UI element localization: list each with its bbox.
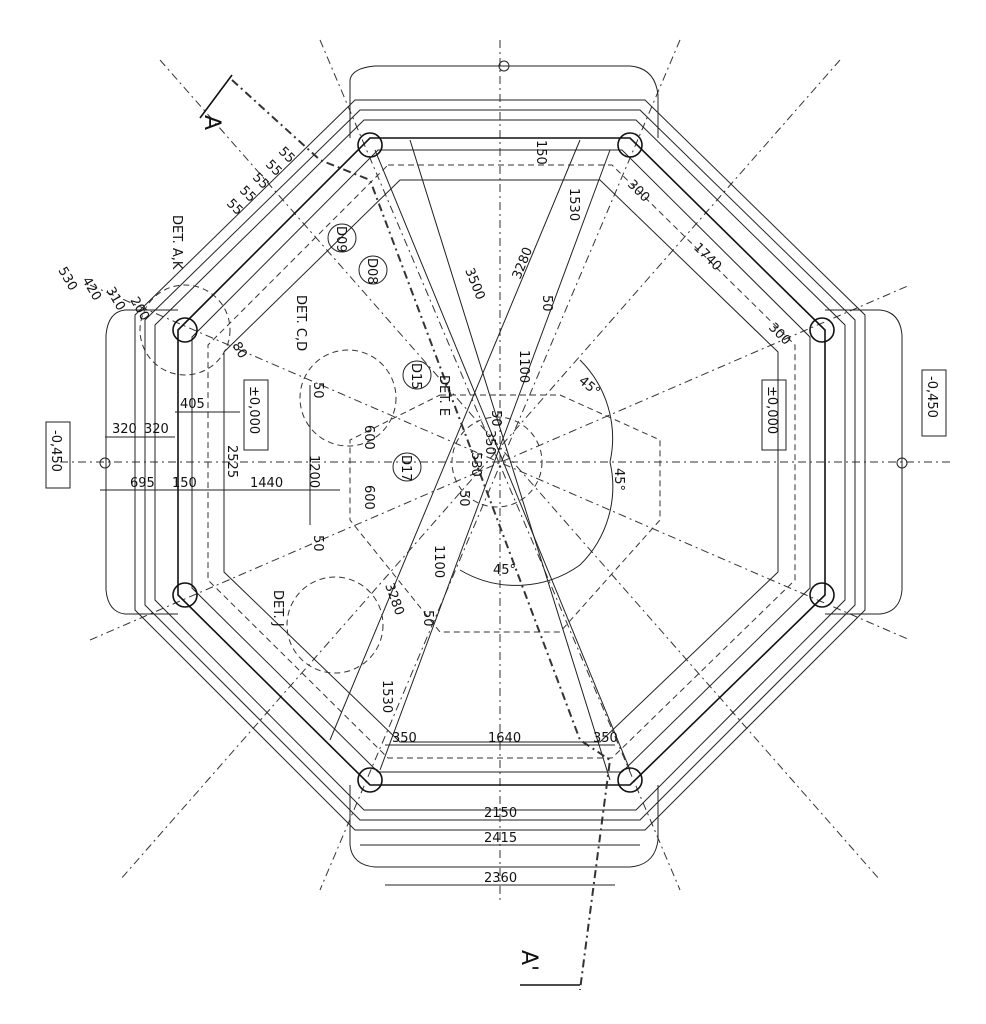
dim: 530 (55, 265, 80, 294)
dim: 50 (456, 490, 471, 507)
callouts (327, 223, 432, 482)
dim: 1740 (690, 240, 724, 274)
dim: 405 (180, 397, 205, 412)
level-outer-right: -0,450 (924, 376, 939, 418)
dim: 2150 (484, 806, 517, 821)
dim: 2415 (484, 831, 517, 846)
dim: 350 (392, 731, 417, 746)
level-inner-left: ±0,000 (246, 386, 261, 434)
level-boxes (45, 60, 947, 489)
axis-lines (60, 39, 950, 900)
dim: 1440 (250, 476, 283, 491)
dim: 1100 (431, 545, 446, 578)
dim: 150 (172, 476, 197, 491)
angle-label: 45° (611, 468, 626, 491)
dim: 1530 (379, 680, 394, 713)
dim: 3280 (510, 245, 536, 281)
dim: 1640 (488, 731, 521, 746)
callout-d08: D08 (364, 258, 379, 285)
dim: 695 (130, 476, 155, 491)
dimension-lines (100, 385, 640, 886)
dim: 2360 (484, 871, 517, 886)
detail-label-cd: DET. C,D (293, 295, 308, 351)
dim: 3500 (461, 266, 487, 302)
dim: 50 (310, 382, 325, 399)
columns (172, 132, 835, 793)
dim: 3280 (381, 581, 406, 617)
dim: 200 (127, 295, 152, 324)
section-mark-a-prime: A' (516, 950, 541, 971)
detail-label-j: DET. J (270, 590, 285, 627)
dim: 1530 (566, 188, 581, 221)
diagonal-beams (329, 139, 631, 781)
dim: 150 (533, 140, 548, 165)
detail-label-e: DET. E (436, 375, 451, 416)
section-line (199, 74, 612, 991)
level-outer-left: -0,450 (48, 430, 63, 472)
dim: 50 (420, 610, 435, 627)
callout-d15: D15 (408, 363, 423, 390)
dim: 420 (79, 275, 104, 304)
dim: 350 (593, 731, 618, 746)
detail-label-ak: DET. A,K (169, 215, 184, 270)
angle-label: 45° (575, 374, 602, 400)
side-platforms (105, 65, 903, 868)
detail-circles (139, 284, 614, 674)
dim: 310 (103, 285, 128, 314)
callout-d17: D17 (398, 455, 413, 482)
dim: 2525 (224, 445, 239, 478)
angle-label: 45° (493, 563, 516, 578)
level-inner-right: ±0,000 (764, 386, 779, 434)
dim: 50 (488, 410, 503, 427)
dim: 600 (361, 485, 376, 510)
dim: 80 (229, 340, 250, 362)
dim: 350 (482, 430, 497, 455)
dim: 50 (539, 295, 554, 312)
section-mark-a: A (199, 115, 224, 130)
dim: 320 (144, 422, 169, 437)
dim: 320 (112, 422, 137, 437)
dim: 50 (310, 535, 325, 552)
dim: 530 (468, 452, 483, 477)
dim: 600 (361, 425, 376, 450)
dim: 1100 (516, 350, 531, 383)
dim: 1200 (306, 455, 321, 488)
callout-d09: D09 (333, 226, 348, 253)
